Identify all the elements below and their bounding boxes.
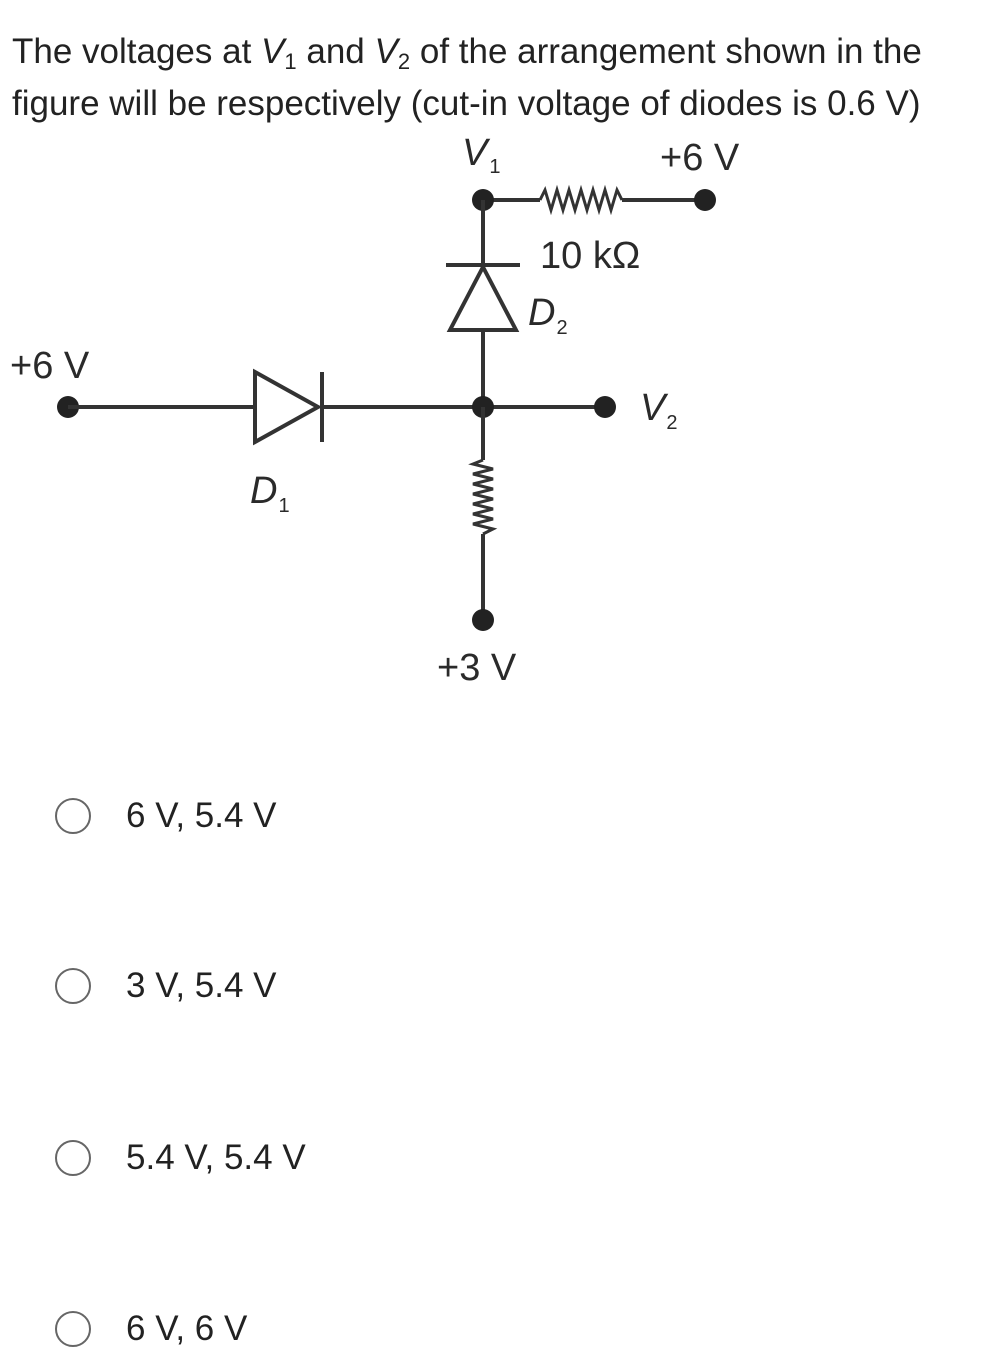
label-top-6v: +6 V	[660, 137, 740, 179]
option-label: 6 V, 6 V	[126, 1309, 248, 1348]
label-d1: D1	[250, 470, 290, 517]
option-1[interactable]: 6 V, 5.4 V	[55, 792, 277, 840]
option-2[interactable]: 3 V, 5.4 V	[55, 962, 277, 1010]
question-text: The voltages at V1 and V2 of the arrange…	[12, 26, 987, 130]
resistor-top	[538, 184, 624, 216]
radio-button[interactable]	[55, 1140, 91, 1176]
label-v2: V2	[640, 387, 677, 434]
diode-d2-triangle	[446, 262, 520, 332]
subscript: 2	[397, 49, 411, 74]
option-3[interactable]: 5.4 V, 5.4 V	[55, 1134, 306, 1182]
question-part: The voltages at	[12, 32, 262, 71]
label-left-6v: +6 V	[10, 345, 90, 387]
label-bottom-3v: +3 V	[437, 647, 517, 689]
option-label: 6 V, 5.4 V	[126, 796, 277, 835]
var-v: V	[261, 32, 285, 71]
radio-button[interactable]	[55, 1311, 91, 1347]
radio-button[interactable]	[55, 968, 91, 1004]
subscript: 1	[284, 49, 297, 74]
option-4[interactable]: 6 V, 6 V	[55, 1305, 247, 1353]
question-part: of the arrangement shown in the figure w…	[12, 32, 922, 123]
resistor-bottom	[468, 458, 498, 536]
terminal-bottom-3v	[472, 609, 494, 631]
terminal-v2	[594, 396, 616, 418]
option-label: 3 V, 5.4 V	[126, 966, 277, 1005]
diode-d1-triangle	[253, 368, 323, 446]
terminal-top-6v	[694, 189, 716, 211]
radio-button[interactable]	[55, 798, 91, 834]
question-part: and	[296, 32, 375, 71]
label-d2: D2	[528, 292, 568, 339]
label-resistor-value: 10 kΩ	[540, 235, 640, 277]
var-v: V	[374, 32, 398, 71]
option-label: 5.4 V, 5.4 V	[126, 1138, 306, 1177]
